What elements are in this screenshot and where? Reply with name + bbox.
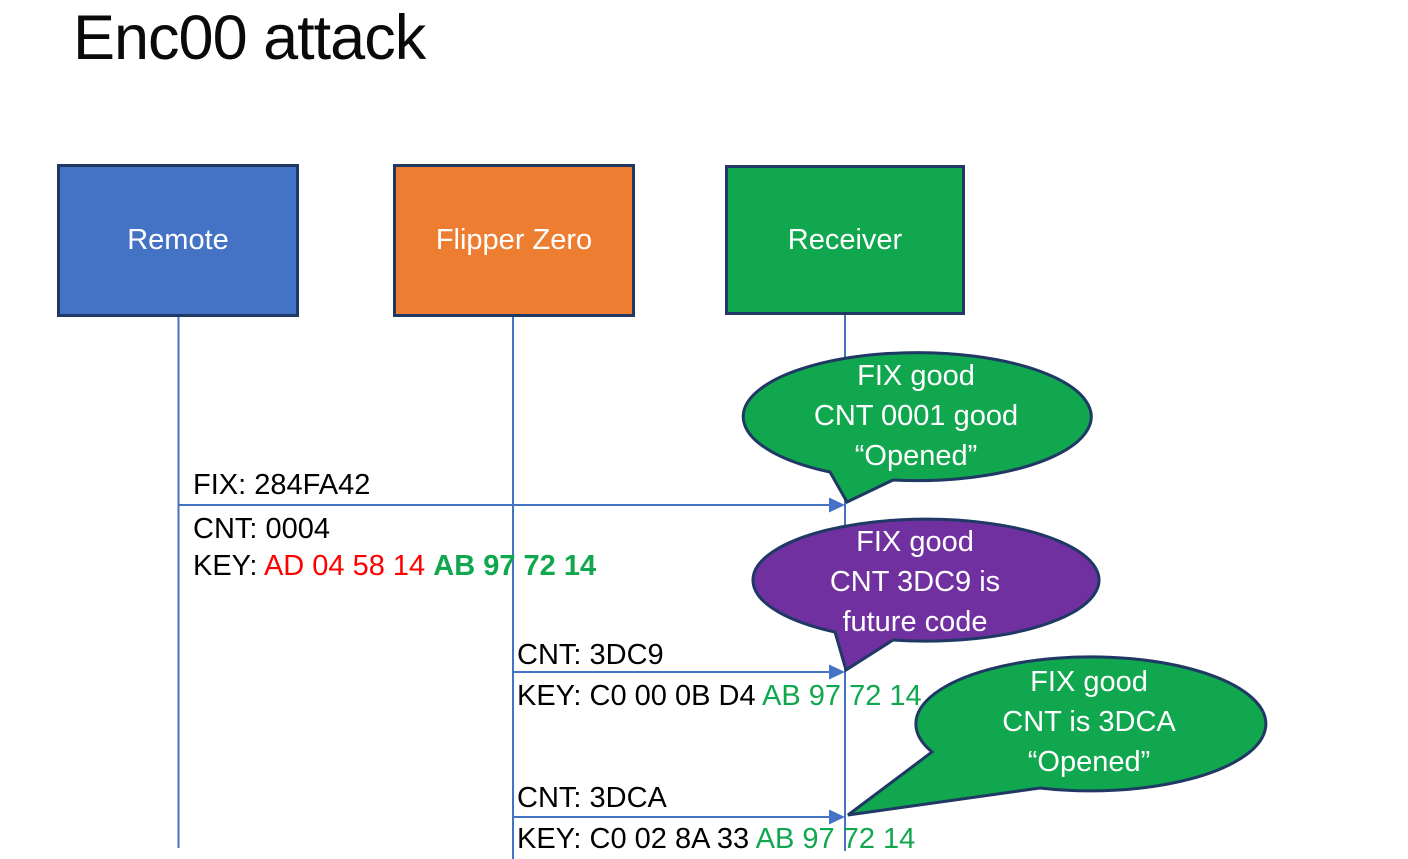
message1-key-green-bytes: AB 97 72 14: [433, 550, 597, 582]
message3-cnt-text: CNT: 3DCA: [517, 782, 667, 814]
actor-box-remote: Remote: [57, 164, 299, 317]
bubble2-line2: CNT 3DC9 is: [829, 566, 1001, 598]
actor-label-receiver: Receiver: [787, 223, 903, 256]
bubble1-line3: “Opened”: [854, 440, 978, 472]
callout-bubble-2-text: FIX good CNT 3DC9 is future code: [740, 522, 1090, 642]
bubble3-line1: FIX good: [1030, 666, 1148, 698]
message2-key-prefix: KEY: C0 00 0B D4: [517, 680, 763, 712]
message2-key-label: KEY: C0 00 0B D4 AB 97 72 14: [517, 681, 922, 712]
message2-cnt-label: CNT: 3DC9: [517, 640, 664, 671]
bubble1-line2: CNT 0001 good: [813, 400, 1019, 432]
bubble2-line3: future code: [842, 606, 988, 638]
message2-cnt-text: CNT: 3DC9: [517, 639, 664, 671]
message1-fix-label: FIX: 284FA42: [193, 470, 370, 501]
actor-label-flipper-zero: Flipper Zero: [435, 224, 593, 256]
page-title: Enc00 attack: [73, 3, 426, 73]
message1-arrowhead-icon: [829, 497, 845, 513]
bubble2-line1: FIX good: [856, 526, 974, 558]
message1-cnt-text: CNT: 0004: [193, 513, 331, 545]
actor-box-receiver: Receiver: [725, 165, 965, 315]
callout-bubble-3-text: FIX good CNT is 3DCA “Opened”: [914, 662, 1264, 782]
actor-box-flipper-zero: Flipper Zero: [393, 164, 635, 317]
bubble1-line1: FIX good: [857, 360, 975, 392]
message1-key-prefix: KEY:: [193, 550, 264, 582]
bubble3-line2: CNT is 3DCA: [1002, 706, 1176, 738]
bubble3-line3: “Opened”: [1027, 746, 1151, 778]
message2-key-green-bytes: AB 97 72 14: [762, 680, 922, 712]
message1-fix-text: FIX: 284FA42: [193, 469, 371, 501]
actor-label-remote: Remote: [127, 224, 229, 256]
message1-cnt-label: CNT: 0004: [193, 514, 330, 545]
message3-key-prefix: KEY: C0 02 8A 33: [517, 823, 756, 855]
message3-key-label: KEY: C0 02 8A 33 AB 97 72 14: [517, 824, 915, 855]
message3-cnt-label: CNT: 3DCA: [517, 783, 667, 814]
message1-key-label: KEY: AD 04 58 14 AB 97 72 14: [193, 551, 596, 582]
message1-key-red-bytes: AD 04 58 14: [263, 550, 434, 582]
callout-bubble-1-text: FIX good CNT 0001 good “Opened”: [741, 356, 1091, 476]
message2-arrowhead-icon: [829, 664, 845, 680]
message3-key-green-bytes: AB 97 72 14: [755, 823, 916, 855]
